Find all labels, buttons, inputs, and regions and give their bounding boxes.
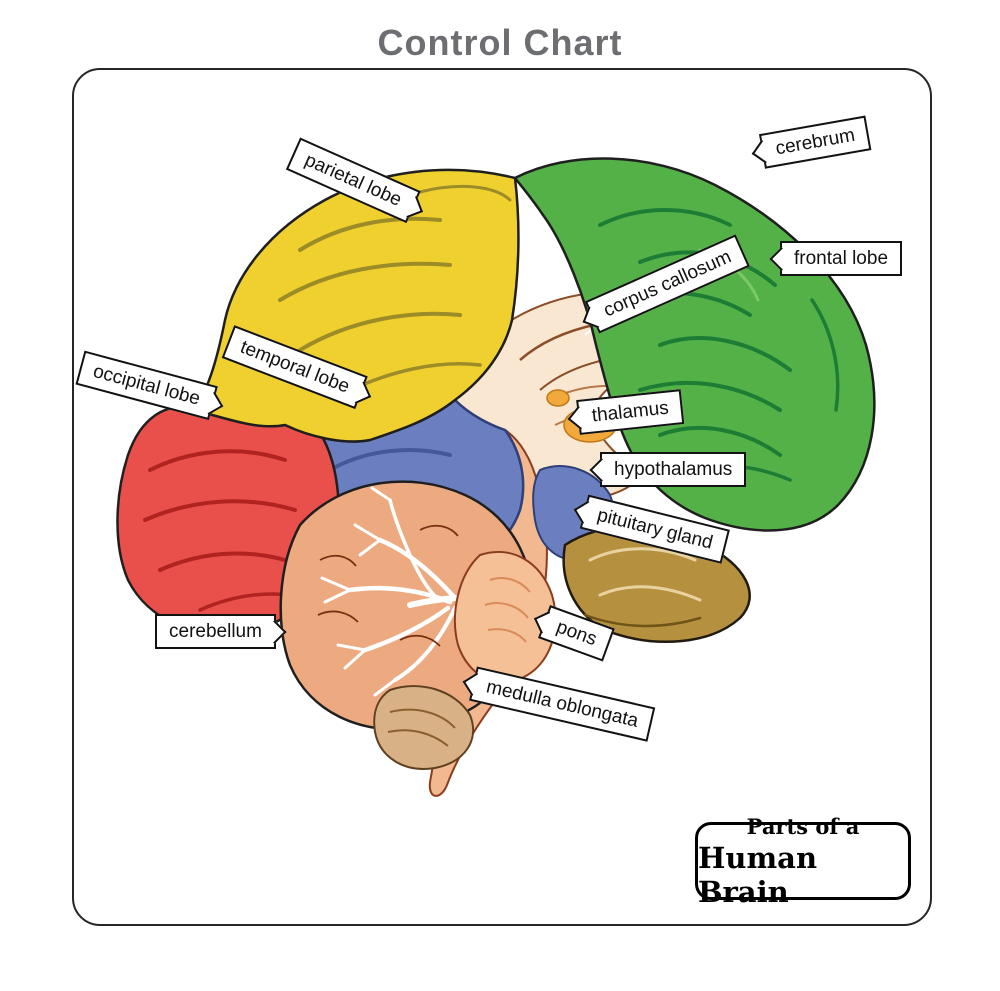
cerebellar-tonsil-region xyxy=(373,685,475,770)
label-hypothalamus: hypothalamus xyxy=(600,452,747,487)
caption-line-1: Parts of a xyxy=(746,813,860,839)
label-cerebellum: cerebellum xyxy=(155,614,276,649)
caption-line-2: Human Brain xyxy=(698,840,818,909)
page-title: Control Chart xyxy=(377,22,623,63)
caption-box: Parts of a Human Brain xyxy=(695,814,911,909)
label-frontal-lobe: frontal lobe xyxy=(780,241,903,276)
